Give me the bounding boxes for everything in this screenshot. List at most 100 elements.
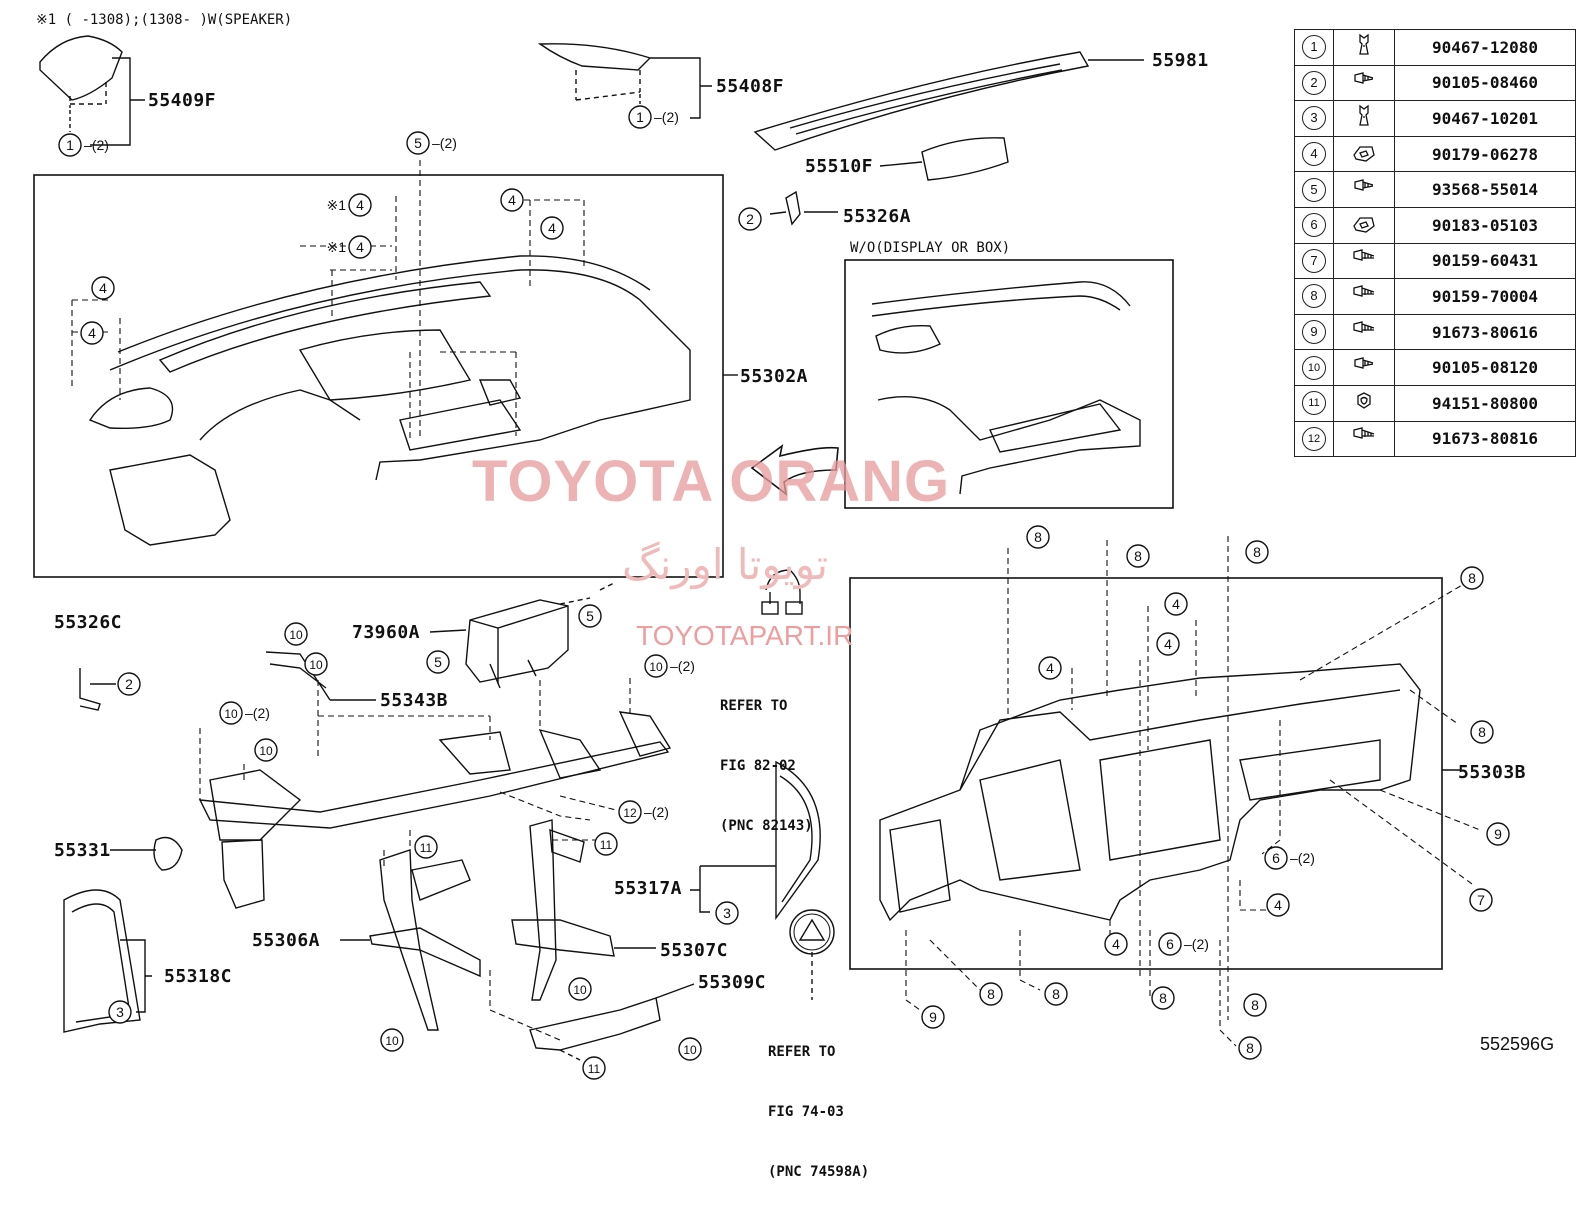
part-label-73960A[interactable]: 73960A — [352, 622, 421, 643]
callout-12[interactable]: 12–(2) — [618, 800, 669, 824]
callout-4[interactable]: 4 — [1104, 932, 1128, 956]
refer-82-line2: FIG 82-02 — [720, 758, 796, 774]
table-cell-part-number[interactable]: 90467-10201 — [1394, 100, 1576, 137]
callout-11[interactable]: 11 — [414, 835, 438, 859]
part-label-55303B[interactable]: 55303B — [1458, 762, 1527, 783]
callout-8[interactable]: 8 — [1026, 525, 1050, 549]
table-cell-icon — [1333, 64, 1395, 102]
instrument-panel-drawing — [71, 160, 738, 546]
table-cell-number: 8 — [1294, 278, 1334, 315]
callout-7[interactable]: 7 — [1469, 888, 1493, 912]
callout-4[interactable]: 4 — [80, 321, 104, 345]
callout-circle — [117, 672, 141, 696]
part-label-55408F[interactable]: 55408F — [716, 76, 785, 97]
part-label-55307C[interactable]: 55307C — [660, 940, 729, 961]
callout-circle — [540, 216, 564, 240]
callout-number: 7 — [1477, 892, 1485, 908]
callout-4[interactable]: 4※1 — [326, 193, 372, 217]
callout-circle — [348, 193, 372, 217]
callout-9[interactable]: 9 — [921, 1005, 945, 1029]
callout-10[interactable]: 10 — [284, 622, 308, 646]
table-cell-number: 7 — [1294, 242, 1334, 280]
callout-number: 8 — [1302, 284, 1326, 309]
callout-11[interactable]: 11 — [594, 832, 618, 856]
callout-11[interactable]: 11 — [582, 1056, 606, 1080]
part-label-55326C[interactable]: 55326C — [54, 612, 123, 633]
callout-8[interactable]: 8 — [1245, 540, 1269, 564]
callout-circle — [1026, 525, 1050, 549]
table-cell-part-number[interactable]: 90159-60431 — [1394, 242, 1576, 280]
part-label-55510F[interactable]: 55510F — [805, 156, 874, 177]
callout-number: 10 — [289, 628, 303, 642]
callout-8[interactable]: 8 — [1238, 1036, 1262, 1060]
callout-5[interactable]: 5 — [426, 650, 450, 674]
callout-circle — [578, 604, 602, 628]
callout-9[interactable]: 9 — [1486, 822, 1510, 846]
callout-4[interactable]: 4 — [500, 188, 524, 212]
callout-2[interactable]: 2 — [117, 672, 141, 696]
top-cover-drawing — [537, 43, 712, 119]
table-cell-part-number[interactable]: 90467-12080 — [1394, 29, 1576, 66]
table-cell-part-number[interactable]: 90179-06278 — [1394, 135, 1576, 173]
callout-1[interactable]: 1–(2) — [58, 133, 109, 157]
callout-4[interactable]: 4 — [91, 276, 115, 300]
part-label-55318C[interactable]: 55318C — [164, 966, 233, 987]
callout-8[interactable]: 8 — [1044, 982, 1068, 1006]
callout-5[interactable]: 5–(2) — [406, 131, 457, 155]
callout-8[interactable]: 8 — [1460, 566, 1484, 590]
callout-5[interactable]: 5 — [578, 604, 602, 628]
callout-10[interactable]: 10 — [254, 738, 278, 762]
table-cell-part-number[interactable]: 91673-80816 — [1394, 420, 1576, 458]
callout-6[interactable]: 6–(2) — [1264, 846, 1315, 870]
part-label-55331[interactable]: 55331 — [54, 840, 111, 861]
part-label-55306A[interactable]: 55306A — [252, 930, 321, 951]
table-cell-part-number[interactable]: 93568-55014 — [1394, 171, 1576, 208]
callout-10[interactable]: 10 — [304, 652, 328, 676]
callout-4[interactable]: 4 — [1038, 656, 1062, 680]
table-cell-part-number[interactable]: 90105-08120 — [1394, 349, 1576, 386]
callout-10[interactable]: 10 — [568, 977, 592, 1001]
table-cell-part-number[interactable]: 90183-05103 — [1394, 206, 1576, 244]
part-label-55343B[interactable]: 55343B — [380, 690, 449, 711]
callout-4[interactable]: 4 — [1164, 592, 1188, 616]
table-cell-part-number[interactable]: 94151-80800 — [1394, 384, 1576, 422]
refer-note-74[interactable]: REFER TO FIG 74-03 (PNC 74598A) — [768, 1002, 869, 1222]
callout-8[interactable]: 8 — [1126, 544, 1150, 568]
callout-10[interactable]: 10–(2) — [219, 701, 270, 725]
callout-3[interactable]: 3 — [108, 1000, 132, 1024]
callout-4[interactable]: 4 — [540, 216, 564, 240]
callout-4[interactable]: 4 — [1266, 893, 1290, 917]
callout-8[interactable]: 8 — [979, 982, 1003, 1006]
inset-title: W/O(DISPLAY OR BOX) — [850, 240, 1011, 256]
table-cell-part-number[interactable]: 91673-80616 — [1394, 313, 1576, 351]
table-cell-part-number[interactable]: 90159-70004 — [1394, 278, 1576, 315]
callout-8[interactable]: 8 — [1470, 720, 1494, 744]
callout-number: 8 — [987, 986, 995, 1002]
callout-3[interactable]: 3 — [715, 901, 739, 925]
callout-circle — [1238, 1036, 1262, 1060]
callout-1[interactable]: 1–(2) — [628, 105, 679, 129]
callout-10[interactable]: 10–(2) — [644, 654, 695, 678]
callout-4[interactable]: 4※1 — [326, 235, 372, 259]
callout-8[interactable]: 8 — [1243, 993, 1267, 1017]
callout-number: 4 — [1046, 660, 1054, 676]
callout-circle — [715, 901, 739, 925]
part-label-55309C[interactable]: 55309C — [698, 972, 767, 993]
table-cell-part-number[interactable]: 90105-08460 — [1394, 64, 1576, 102]
callout-circle — [678, 1037, 702, 1061]
callout-10[interactable]: 10 — [380, 1028, 404, 1052]
callout-number: 8 — [1246, 1040, 1254, 1056]
part-label-55409F[interactable]: 55409F — [148, 90, 217, 111]
callout-8[interactable]: 8 — [1151, 986, 1175, 1010]
part-label-55326A[interactable]: 55326A — [843, 206, 912, 227]
refer-note-82[interactable]: REFER TO FIG 82-02 (PNC 82143) — [720, 656, 813, 876]
callout-circle — [1164, 592, 1188, 616]
part-label-55317A[interactable]: 55317A — [614, 878, 683, 899]
callout-4[interactable]: 4 — [1156, 632, 1180, 656]
callout-6[interactable]: 6–(2) — [1158, 932, 1209, 956]
part-label-55302A[interactable]: 55302A — [740, 366, 809, 387]
callout-2[interactable]: 2 — [738, 207, 762, 231]
part-label-55981[interactable]: 55981 — [1152, 50, 1209, 71]
callout-10[interactable]: 10 — [678, 1037, 702, 1061]
